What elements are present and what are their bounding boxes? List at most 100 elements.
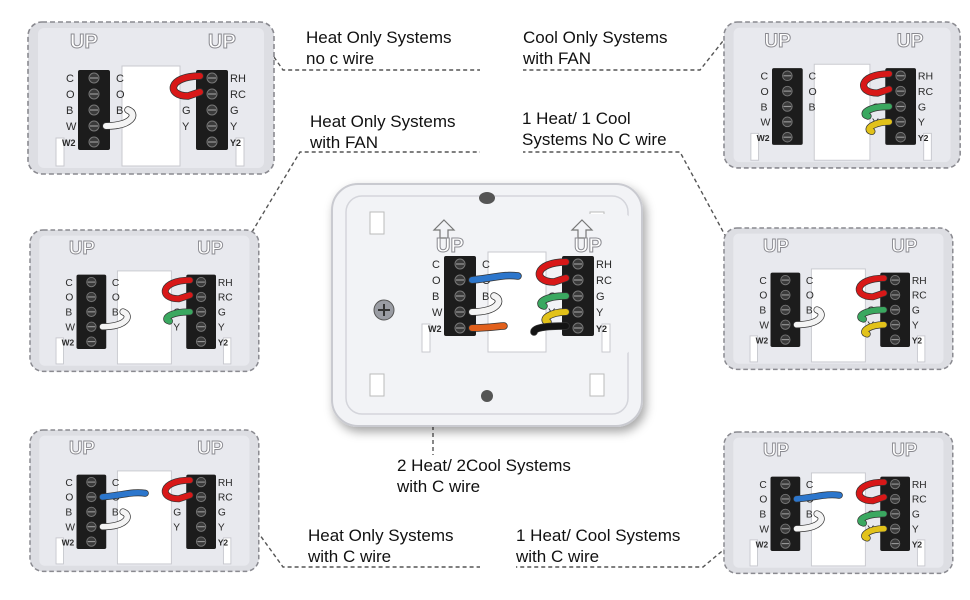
terminal-label-y: Y bbox=[596, 307, 604, 319]
terminal-label-g: G bbox=[218, 508, 226, 519]
terminal-label-rh: RH bbox=[912, 480, 927, 491]
terminal-label-o: O bbox=[65, 293, 73, 304]
up-label: UP bbox=[574, 235, 602, 257]
terminal-label-y: Y bbox=[912, 524, 919, 535]
up-label: UP bbox=[69, 437, 95, 458]
wire-yellow-y bbox=[861, 321, 887, 337]
wire-green-g bbox=[857, 511, 887, 526]
up-label: UP bbox=[208, 31, 236, 53]
terminal-label-b: B bbox=[432, 291, 439, 303]
terminal-label-side-b: B bbox=[112, 508, 119, 519]
terminal-label-rc: RC bbox=[596, 275, 612, 287]
terminal-label-y2: Y2 bbox=[218, 537, 229, 547]
terminal-label-b: B bbox=[65, 308, 72, 319]
wire-green-g bbox=[163, 309, 193, 324]
terminal-label-side-c: C bbox=[116, 73, 124, 85]
terminal-label-y2: Y2 bbox=[230, 138, 241, 148]
wire-green-g bbox=[537, 293, 569, 309]
terminal-label-w2: W2 bbox=[62, 537, 75, 547]
callout-line bbox=[251, 151, 480, 233]
plate-window bbox=[813, 63, 871, 161]
terminal-label-y: Y bbox=[218, 522, 225, 533]
terminal-label-w2: W2 bbox=[757, 133, 770, 143]
terminal-label-b: B bbox=[760, 101, 767, 113]
terminal-label-y: Y bbox=[912, 320, 919, 331]
terminal-label-side-b: B bbox=[116, 105, 123, 117]
terminal-label-c: C bbox=[759, 276, 766, 287]
wire-red-rh-rc bbox=[162, 277, 193, 302]
up-label: UP bbox=[70, 31, 98, 53]
mount-hole-bottom bbox=[481, 390, 493, 402]
terminal-label-rh: RH bbox=[218, 278, 233, 289]
wire-orange-w2 bbox=[469, 323, 507, 331]
wire-white-w bbox=[103, 107, 136, 129]
terminal-label-g: G bbox=[912, 306, 920, 317]
up-label: UP bbox=[764, 31, 791, 52]
callout-line bbox=[516, 546, 728, 568]
wire-green-g bbox=[862, 103, 893, 119]
terminal-label-w: W bbox=[65, 522, 75, 533]
terminal-label-side-b: B bbox=[482, 291, 489, 303]
wire-red-rh-rc bbox=[162, 477, 193, 502]
terminal-label-w: W bbox=[759, 320, 769, 331]
up-label: UP bbox=[69, 237, 95, 258]
wire-green-g bbox=[857, 307, 887, 322]
terminal-label-o: O bbox=[65, 493, 73, 504]
terminal-label-rc: RC bbox=[912, 495, 927, 506]
terminal-label-rh: RH bbox=[918, 71, 933, 83]
terminal-label-w: W bbox=[65, 322, 75, 333]
terminal-label-side-c: C bbox=[112, 478, 119, 489]
terminal-label-side-c: C bbox=[808, 71, 816, 83]
terminal-label-rc: RC bbox=[230, 89, 246, 101]
terminal-label-g: G bbox=[918, 101, 926, 113]
terminal-label-y2: Y2 bbox=[912, 335, 923, 345]
terminal-label-b: B bbox=[65, 508, 72, 519]
wire-white-w bbox=[793, 511, 824, 532]
terminal-label-w2: W2 bbox=[428, 324, 442, 334]
clip bbox=[369, 211, 385, 235]
terminal-label-o: O bbox=[759, 291, 767, 302]
terminal-label-rc: RC bbox=[918, 86, 934, 98]
terminal-label-o: O bbox=[66, 89, 75, 101]
terminal-label-c: C bbox=[65, 278, 72, 289]
terminal-label-o: O bbox=[759, 495, 767, 506]
wire-blue-o bbox=[99, 489, 149, 500]
terminal-label-side-y: Y bbox=[173, 522, 180, 533]
up-label: UP bbox=[763, 439, 789, 460]
terminal-label-side-c: C bbox=[806, 276, 813, 287]
terminal-label-w2: W2 bbox=[756, 335, 769, 345]
terminal-label-rh: RH bbox=[596, 259, 612, 271]
terminal-label-w2: W2 bbox=[756, 539, 769, 549]
terminal-label-w: W bbox=[760, 117, 770, 129]
wire-blue-o bbox=[469, 272, 521, 283]
up-label: UP bbox=[891, 439, 917, 460]
callout-line bbox=[523, 35, 728, 71]
up-label: UP bbox=[197, 237, 223, 258]
wire-white-w bbox=[99, 509, 130, 530]
terminal-label-side-y: Y bbox=[173, 322, 180, 333]
terminal-label-side-g: G bbox=[182, 105, 191, 117]
terminal-label-side-g: G bbox=[173, 508, 181, 519]
wire-red-rh-rc bbox=[170, 73, 203, 100]
terminal-label-y: Y bbox=[918, 117, 925, 129]
terminal-label-side-o: O bbox=[112, 293, 120, 304]
terminal-label-y2: Y2 bbox=[912, 539, 923, 549]
terminal-label-g: G bbox=[230, 105, 239, 117]
terminal-label-y2: Y2 bbox=[918, 133, 929, 143]
wire-yellow-y bbox=[861, 525, 887, 541]
terminal-label-o: O bbox=[760, 86, 768, 98]
terminal-label-g: G bbox=[912, 510, 920, 521]
terminal-label-w: W bbox=[759, 524, 769, 535]
terminal-label-y: Y bbox=[230, 121, 238, 133]
callout-line bbox=[256, 530, 480, 568]
